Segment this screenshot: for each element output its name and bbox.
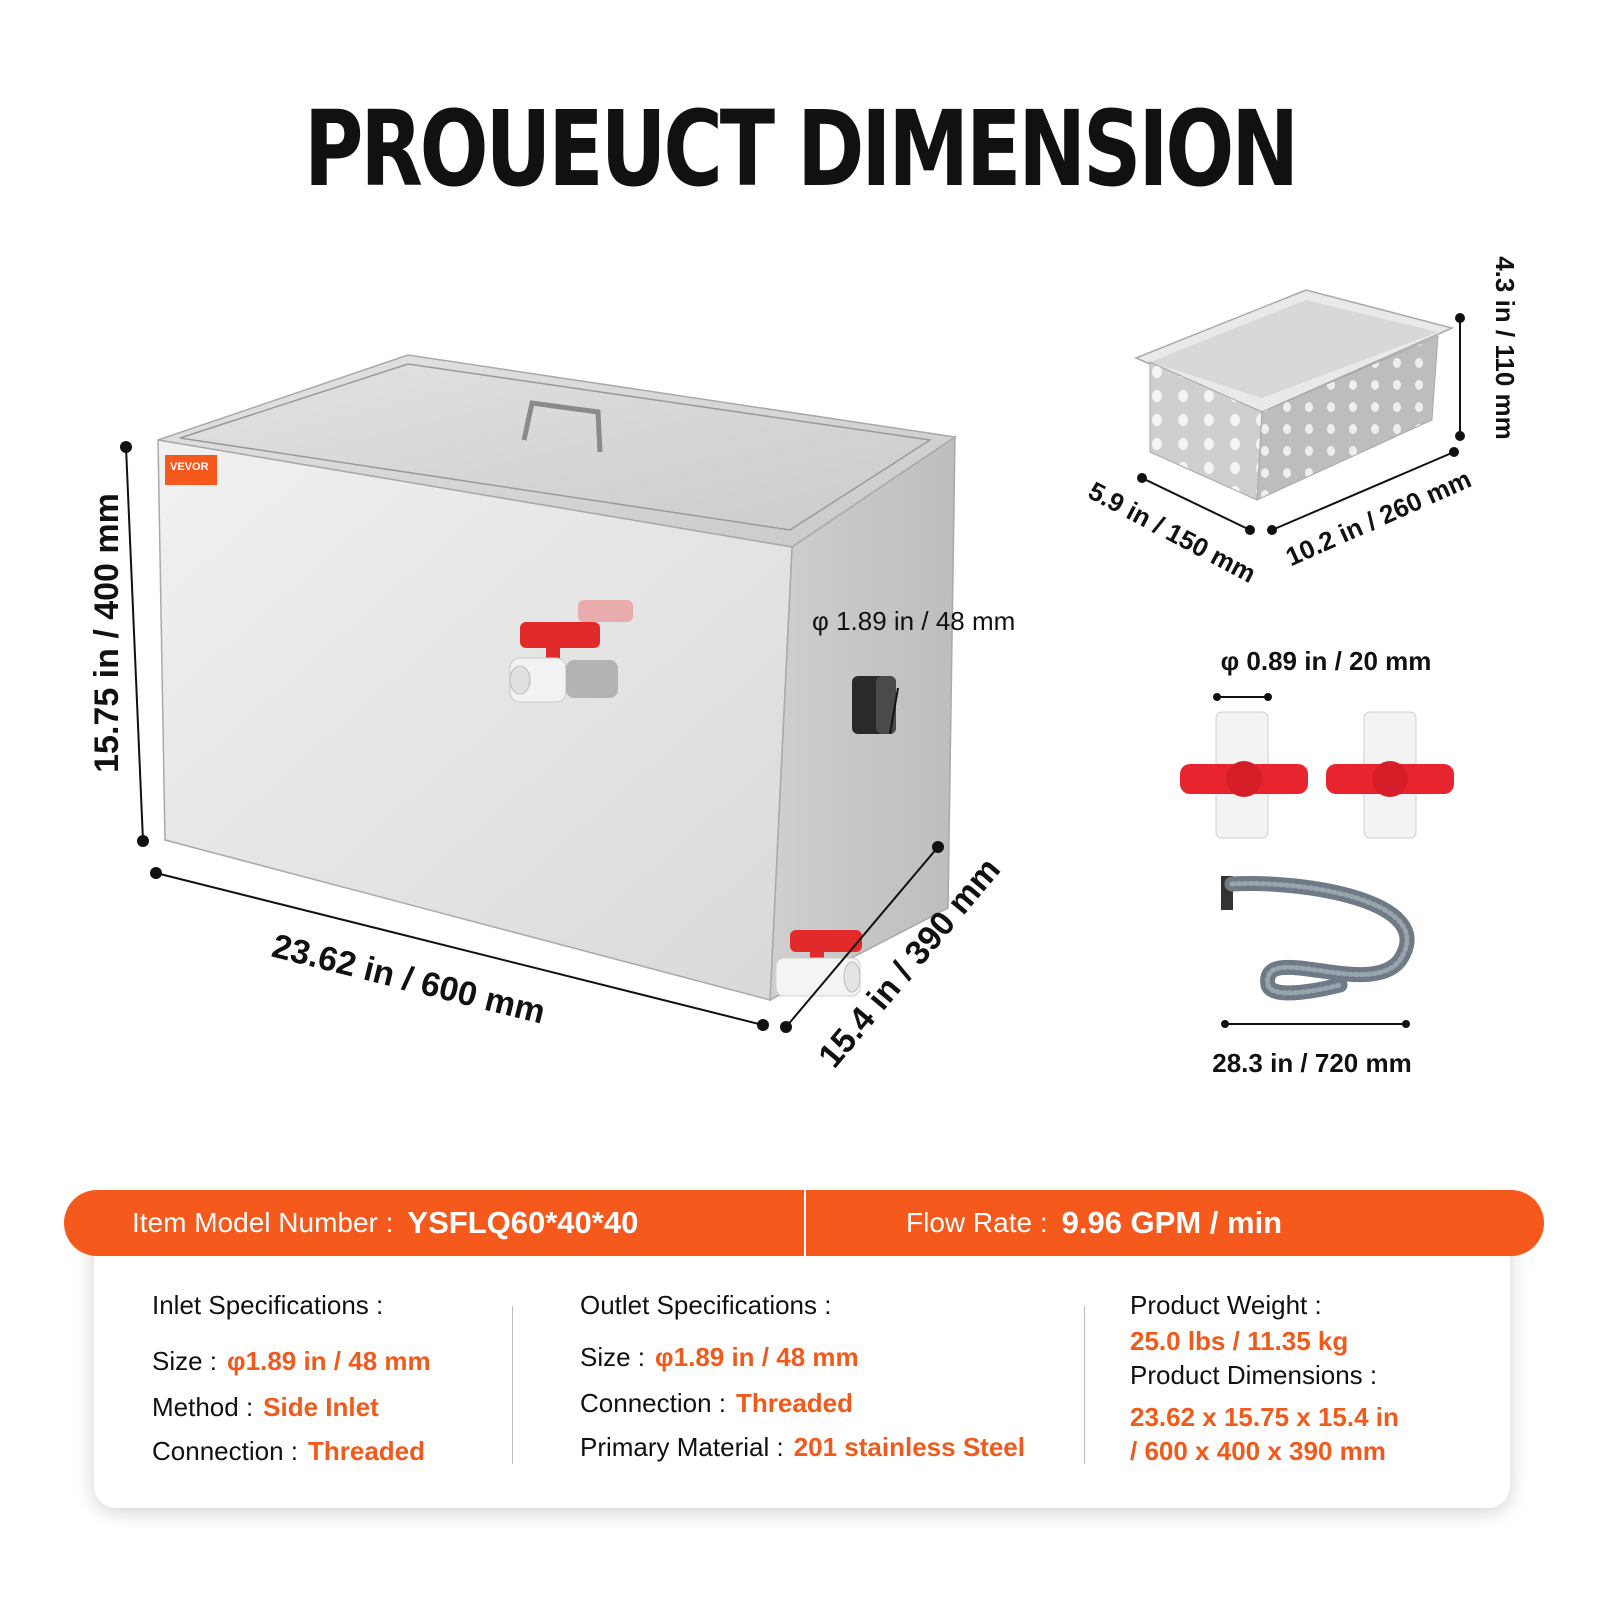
- weight-label: Product Weight :: [1130, 1290, 1322, 1320]
- inlet-valve: [509, 600, 633, 703]
- dimensions-value-row-2: / 600 x 400 x 390 mm: [1130, 1436, 1386, 1467]
- basket-height-label: 4.3 in / 110 mm: [1490, 256, 1520, 440]
- product-illustration: VEVOR 15.75 in / 400 mm 23.62 in / 600 m…: [88, 256, 1520, 1078]
- dimensions-label: Product Dimensions :: [1130, 1360, 1378, 1390]
- outlet-connection-value: Threaded: [735, 1388, 854, 1418]
- outlet-material-value: 201 stainless Steel: [793, 1432, 1025, 1462]
- outlet-pipe: [852, 676, 899, 735]
- tank-dimension-lines: [120, 441, 944, 1033]
- outlet-diameter-label: φ 1.89 in / 48 mm: [812, 606, 1015, 636]
- weight-value-row: 25.0 lbs / 11.35 kg: [1130, 1326, 1348, 1357]
- dimensions-value-line1: 23.62 x 15.75 x 15.4 in: [1130, 1402, 1399, 1432]
- drain-hose: [1221, 876, 1415, 1001]
- weight-label-row: Product Weight :: [1130, 1290, 1322, 1321]
- page-title: PROUEUCT DIMENSION: [304, 88, 1299, 210]
- outlet-heading-text: Outlet Specifications :: [580, 1290, 832, 1320]
- column-divider-1: [512, 1306, 513, 1464]
- inlet-connection-label: Connection :: [152, 1436, 298, 1466]
- model-number: Item Model Number : YSFLQ60*40*40: [132, 1190, 638, 1256]
- inlet-heading-text: Inlet Specifications :: [152, 1290, 384, 1320]
- outlet-heading: Outlet Specifications :: [580, 1290, 831, 1321]
- inlet-method-value: Side Inlet: [263, 1392, 379, 1422]
- inlet-size-label: Size :: [152, 1346, 218, 1376]
- outlet-connection-row: Connection : Threaded: [580, 1388, 853, 1419]
- valve-diameter-label: φ 0.89 in / 20 mm: [1221, 646, 1432, 676]
- model-number-value: YSFLQ60*40*40: [407, 1205, 639, 1240]
- outlet-connection-label: Connection :: [580, 1388, 726, 1418]
- inlet-size-value: φ1.89 in / 48 mm: [227, 1346, 431, 1376]
- ball-valve-right: [1326, 711, 1454, 839]
- hose-dimension-line: [1221, 1020, 1410, 1028]
- inlet-connection-value: Threaded: [307, 1436, 426, 1466]
- inlet-heading: Inlet Specifications :: [152, 1290, 383, 1321]
- ball-valve-left: [1180, 711, 1308, 839]
- flow-rate-value: 9.96 GPM / min: [1061, 1205, 1283, 1240]
- column-divider-2: [1084, 1306, 1085, 1464]
- vevor-logo: VEVOR: [165, 455, 217, 485]
- filter-basket: [1134, 289, 1455, 501]
- tank-width-label: 23.62 in / 600 mm: [268, 927, 549, 1032]
- inlet-size-row: Size : φ1.89 in / 48 mm: [152, 1346, 431, 1377]
- flow-rate: Flow Rate : 9.96 GPM / min: [906, 1190, 1282, 1256]
- inlet-method-row: Method : Side Inlet: [152, 1392, 379, 1423]
- dimensions-label-row: Product Dimensions :: [1130, 1360, 1377, 1391]
- inlet-method-label: Method :: [152, 1392, 254, 1422]
- model-number-label: Item Model Number :: [132, 1207, 394, 1238]
- spec-banner: Item Model Number : YSFLQ60*40*40 Flow R…: [64, 1190, 1544, 1256]
- svg-text:VEVOR: VEVOR: [170, 461, 209, 473]
- weight-value: 25.0 lbs / 11.35 kg: [1130, 1326, 1349, 1356]
- dimensions-value-line2: / 600 x 400 x 390 mm: [1130, 1436, 1386, 1466]
- valve-dimension-line: [1213, 693, 1272, 701]
- basket-width-label: 10.2 in / 260 mm: [1281, 464, 1475, 573]
- tank-height-label: 15.75 in / 400 mm: [88, 493, 126, 773]
- outlet-material-row: Primary Material : 201 stainless Steel: [580, 1432, 1025, 1463]
- dimensions-value-row-1: 23.62 x 15.75 x 15.4 in: [1130, 1402, 1399, 1433]
- outlet-size-row: Size : φ1.89 in / 48 mm: [580, 1342, 859, 1373]
- inlet-connection-row: Connection : Threaded: [152, 1436, 425, 1467]
- flow-rate-label: Flow Rate :: [906, 1207, 1048, 1238]
- banner-divider: [804, 1190, 806, 1256]
- drain-valve: [775, 930, 862, 997]
- hose-length-label: 28.3 in / 720 mm: [1212, 1048, 1411, 1078]
- outlet-size-label: Size :: [580, 1342, 646, 1372]
- basket-dimension-lines: [1137, 313, 1465, 535]
- outlet-material-label: Primary Material :: [580, 1432, 784, 1462]
- outlet-size-value: φ1.89 in / 48 mm: [655, 1342, 859, 1372]
